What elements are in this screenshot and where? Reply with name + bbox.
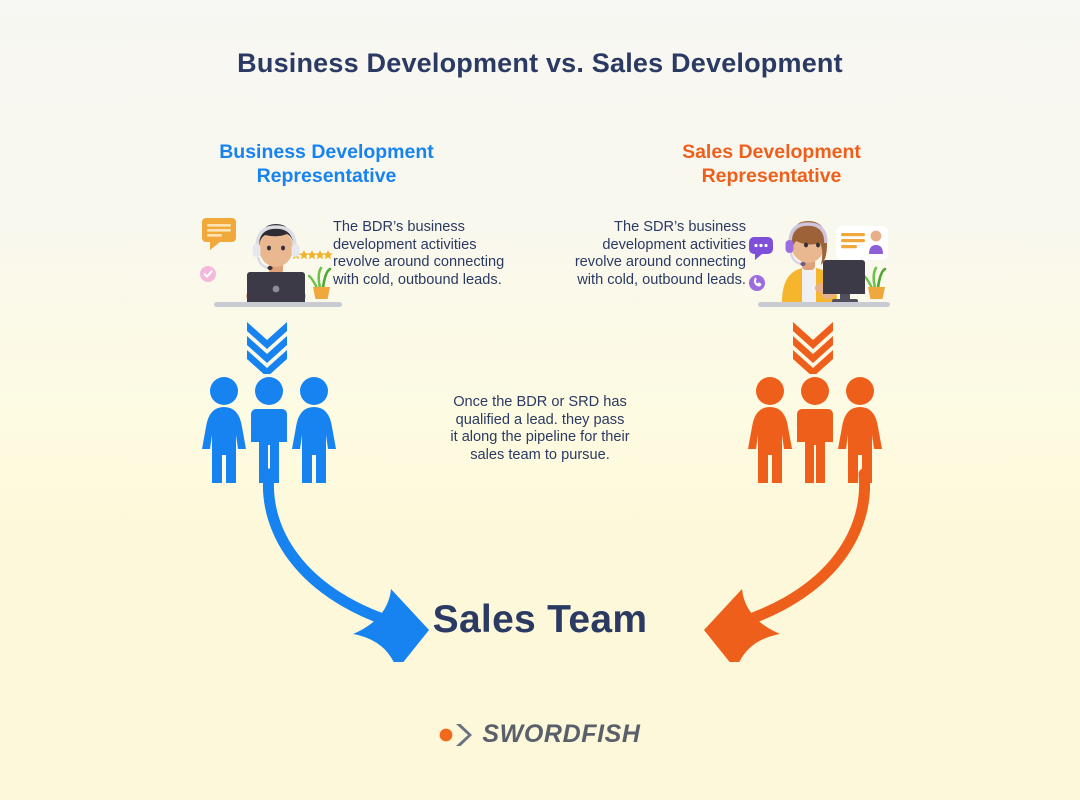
column-heading-business-development: Business Development Representative [186,140,467,188]
swordfish-chevron-logo-icon [440,723,473,746]
chat-bubble-icon [749,237,773,260]
phone-call-icon [749,275,765,291]
column-heading-sales-development: Sales Development Representative [631,140,912,188]
female-support-agent-illustration [749,221,890,307]
column-heading-line2: Representative [256,165,397,187]
desk-surface [214,302,342,307]
page-title: Business Development vs. Sales Developme… [237,48,843,78]
desk-surface [758,302,890,307]
potted-plant-icon [307,266,332,299]
five-star-rating-icon [291,250,333,260]
swordfish-wordmark: SWORDFISH [482,720,641,748]
laptop-icon [247,272,305,302]
column-heading-line1: Business Development [219,141,434,163]
people-group-icon-left [202,377,336,483]
center-description-text: Once the BDR or SRD has qualified a lead… [450,394,630,463]
male-support-agent-illustration [200,218,342,307]
left-description-text: The BDR’s business development activitie… [333,219,505,288]
potted-plant-icon [862,266,887,299]
curved-arrow-to-sales-team-left [262,468,429,662]
speech-bubble-icon [202,218,236,250]
column-heading-line2: Representative [701,165,842,187]
verified-check-badge-icon [200,266,216,282]
curved-arrow-to-sales-team-right [704,468,871,662]
sales-team-label: Sales Team [432,598,648,641]
triple-chevron-down-icon-right [793,322,833,374]
swordfish-logo[interactable]: SWORDFISH [0,720,1080,749]
triple-chevron-down-icon-left [247,322,287,374]
column-heading-line1: Sales Development [682,141,861,163]
people-group-icon-right [748,377,882,483]
right-description-text: The SDR’s business development activitie… [574,219,746,288]
